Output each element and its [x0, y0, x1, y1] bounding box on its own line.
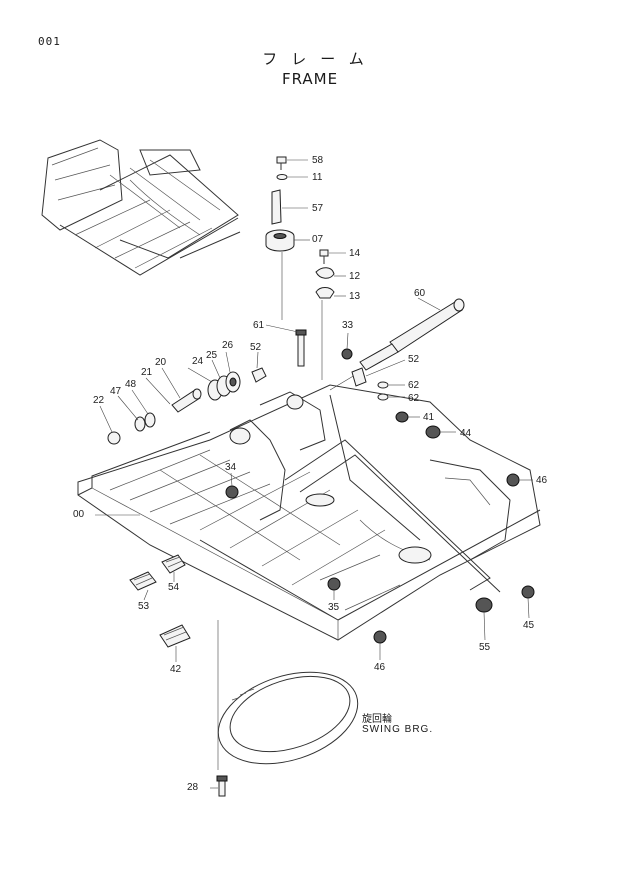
callout-52-right: 52 — [408, 354, 420, 365]
callout-45: 45 — [523, 620, 535, 631]
bushing-22 — [107, 431, 121, 445]
callout-42: 42 — [170, 664, 182, 675]
callout-52-left: 52 — [250, 342, 262, 353]
callout-22: 22 — [93, 395, 105, 406]
washer-48 — [144, 412, 156, 428]
plug-41 — [395, 411, 409, 423]
callout-20: 20 — [155, 357, 167, 368]
callout-12: 12 — [349, 271, 361, 282]
clip-13 — [315, 287, 335, 299]
callout-54: 54 — [168, 582, 180, 593]
cushion-46-bottom — [373, 630, 387, 644]
page-title-japanese: フレーム — [262, 50, 378, 68]
callout-11: 11 — [312, 172, 323, 183]
swing-bearing-label: SWING BRG. — [362, 724, 434, 735]
callout-57: 57 — [312, 203, 324, 214]
callout-14: 14 — [349, 248, 361, 259]
callout-60: 60 — [414, 288, 426, 299]
bolt-58 — [276, 156, 287, 170]
cushion-44 — [425, 425, 441, 439]
callout-62-upper: 62 — [408, 380, 420, 391]
callout-33: 33 — [342, 320, 354, 331]
leader-lines — [95, 159, 533, 789]
bushing-52-right — [351, 367, 367, 387]
main-frame-00 — [77, 384, 541, 641]
callout-48: 48 — [125, 379, 137, 390]
callout-21: 21 — [141, 367, 153, 378]
callout-07: 07 — [312, 234, 324, 245]
callout-13: 13 — [349, 291, 361, 302]
callout-34: 34 — [225, 462, 237, 473]
callout-44: 44 — [460, 428, 472, 439]
machine-overview-inset — [41, 139, 241, 276]
rubber-block-54 — [161, 554, 186, 574]
callout-46-right: 46 — [536, 475, 548, 486]
page-number: 001 — [38, 35, 61, 48]
callout-00: 00 — [73, 509, 85, 520]
cushion-45 — [521, 585, 535, 599]
callout-58: 58 — [312, 155, 324, 166]
swing-bearing-label-japanese: 旋回輪 — [362, 714, 392, 725]
bushing-52-left — [251, 367, 267, 383]
rubber-block-53 — [129, 571, 157, 591]
spring-stack-24-26 — [207, 371, 241, 401]
callout-28: 28 — [187, 782, 199, 793]
plug-34 — [225, 485, 239, 499]
callout-55: 55 — [479, 642, 491, 653]
pin-20 — [171, 388, 202, 413]
callout-47: 47 — [110, 386, 122, 397]
washer-47 — [134, 416, 146, 432]
swing-bearing — [217, 671, 359, 765]
plate-57 — [271, 189, 282, 225]
cushion-35 — [327, 577, 341, 591]
callout-24: 24 — [192, 356, 204, 367]
cushion-46-right — [506, 473, 520, 487]
callout-25: 25 — [206, 350, 218, 361]
pin-60 — [359, 298, 465, 371]
page-title: FRAME — [281, 70, 339, 88]
callout-61: 61 — [253, 320, 265, 331]
clip-12 — [315, 267, 335, 279]
rubber-block-42 — [159, 624, 191, 648]
callout-53: 53 — [138, 601, 150, 612]
cushion-55 — [475, 597, 493, 613]
bolt-28 — [216, 775, 228, 797]
callout-62-lower: 62 — [408, 393, 420, 404]
callout-35: 35 — [328, 602, 340, 613]
nut-62-upper — [377, 381, 389, 389]
callout-26: 26 — [222, 340, 234, 351]
callout-41: 41 — [423, 412, 435, 423]
cover-07 — [265, 229, 295, 252]
callout-46-bottom: 46 — [374, 662, 386, 673]
washer-11 — [276, 174, 288, 180]
bolt-14 — [319, 249, 329, 264]
bolt-61 — [295, 329, 307, 367]
plug-33 — [341, 348, 353, 360]
